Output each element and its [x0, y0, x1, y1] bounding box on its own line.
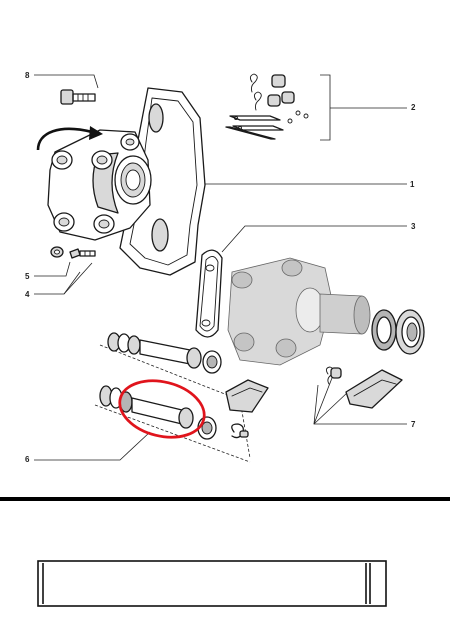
leader-7b — [313, 377, 333, 425]
curved-arrow-icon — [36, 126, 103, 151]
leader-2 — [320, 74, 407, 141]
seal-plate-part-3 — [195, 249, 223, 338]
bottom-double-frame — [37, 560, 387, 607]
callout-1: 1 — [410, 180, 415, 189]
callout-2: 2 — [411, 103, 416, 112]
leader-5 — [34, 261, 71, 277]
retaining-clip — [231, 423, 249, 439]
callout-7: 7 — [411, 420, 416, 429]
leader-8 — [34, 74, 99, 89]
callout-4: 4 — [25, 290, 30, 299]
leader-3 — [221, 225, 407, 253]
caliper-housing-grey — [227, 257, 371, 366]
caliper-assembly-part-1 — [47, 87, 206, 276]
callout-3: 3 — [411, 222, 416, 231]
leader-6 — [34, 431, 151, 461]
leader-7c — [313, 391, 349, 425]
leader-4a — [34, 271, 81, 295]
piston-seal-rings — [371, 309, 425, 355]
leader-4b — [63, 262, 93, 295]
guide-pin-upper-row — [107, 332, 222, 374]
pad-shim-left — [225, 379, 269, 413]
callout-6: 6 — [25, 455, 30, 464]
separator-line — [0, 497, 450, 501]
callout-5: 5 — [25, 272, 30, 281]
guide-pin-kit-part-6 — [99, 385, 217, 440]
bleed-screw-parts-4-5 — [50, 246, 96, 259]
highlight-ellipse — [118, 379, 206, 439]
pad-spring-kit-part-2 — [225, 73, 309, 140]
bolt-part-8 — [60, 89, 96, 105]
leader-lines — [34, 74, 407, 461]
callout-8: 8 — [25, 71, 30, 80]
anti-rattle-kit-part-7 — [325, 366, 403, 409]
